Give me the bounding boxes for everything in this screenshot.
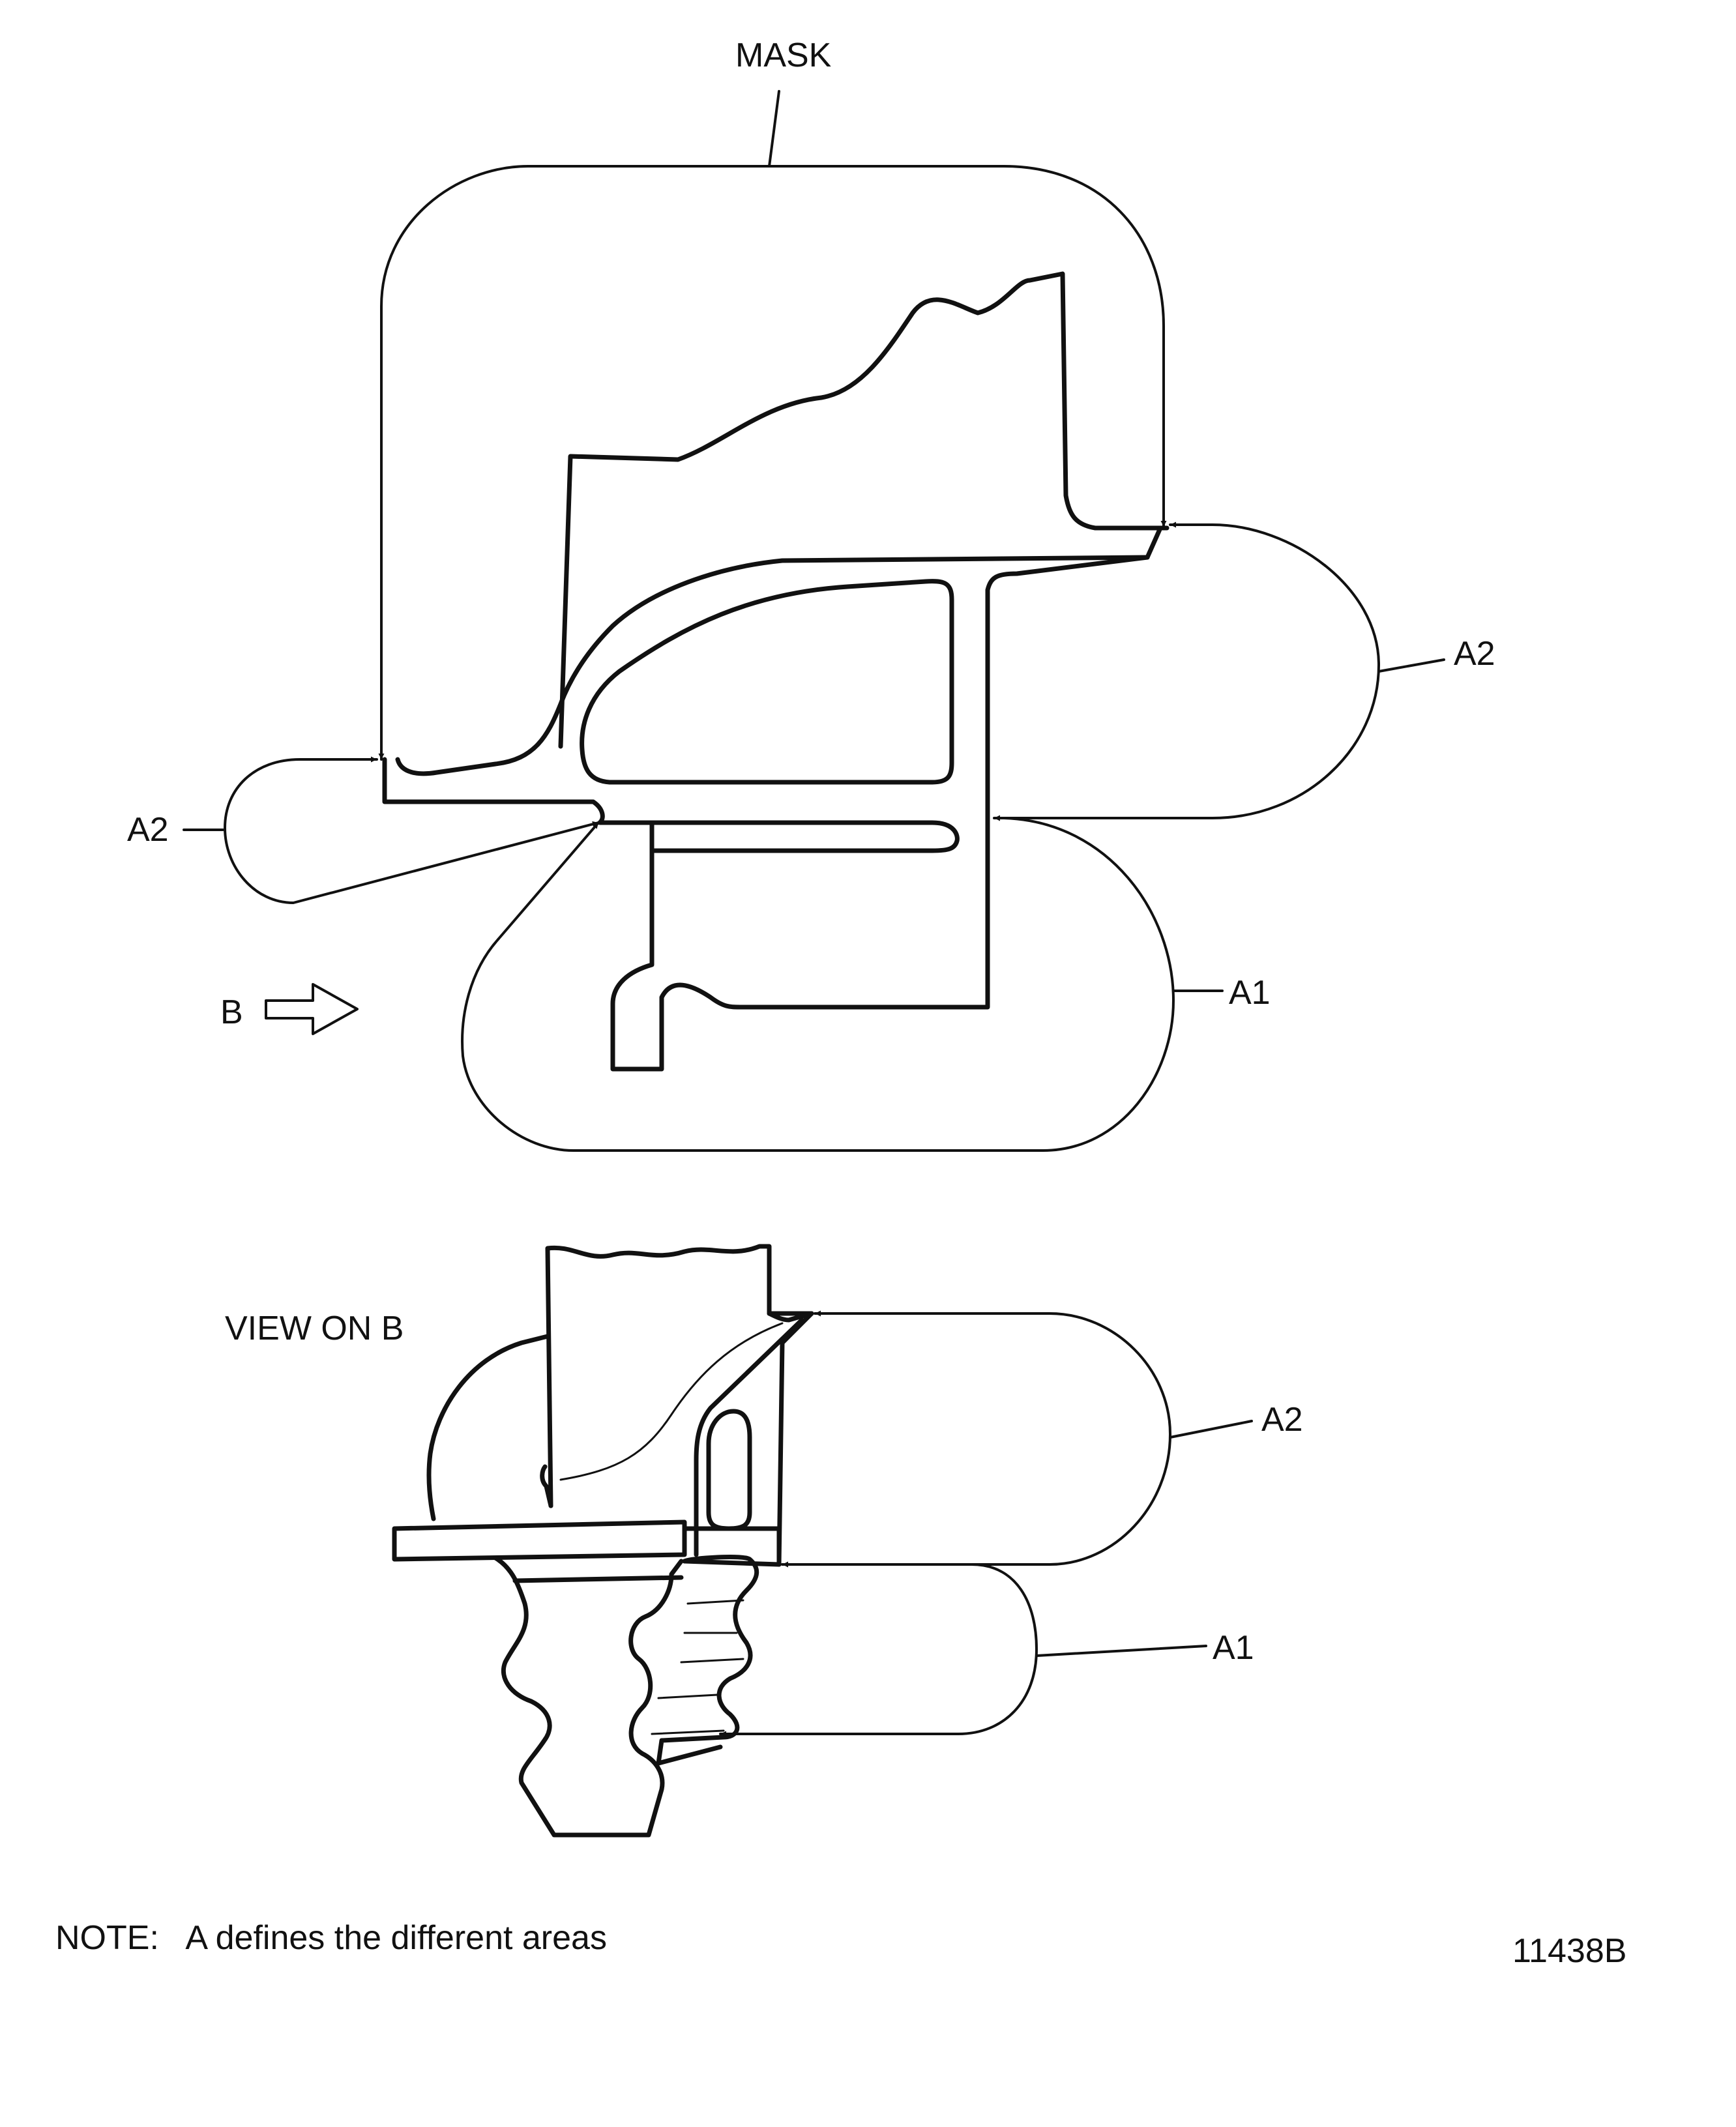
- view-b-root-band: [512, 1575, 684, 1583]
- mask-leader: [768, 90, 780, 168]
- view-b-platform: [392, 1519, 687, 1562]
- platform-section-outline: [382, 525, 1163, 1072]
- a2-right-label: A2: [1454, 635, 1495, 673]
- view-b-firtree-root-right: [656, 1555, 759, 1766]
- figure-id: 11438B: [1512, 1932, 1626, 1970]
- root-fin-4: [657, 1694, 718, 1699]
- view-b-firtree-root: [493, 1555, 684, 1838]
- view-b-cavity: [706, 1409, 752, 1531]
- platform-inner-edge: [395, 555, 1150, 776]
- view-b-blade-tip-line: [540, 1464, 553, 1508]
- a1-view-label: A1: [1213, 1629, 1254, 1667]
- cooling-cavity: [580, 579, 954, 785]
- a2-view-label: A2: [1261, 1401, 1303, 1439]
- a1-top-region[interactable]: [461, 817, 1175, 1152]
- view-b-arrow: [265, 983, 359, 1035]
- a1-view-leader: [1035, 1645, 1207, 1657]
- root-fin-5: [651, 1729, 725, 1735]
- mask-label: MASK: [735, 37, 832, 74]
- view-b-blade: [545, 1244, 814, 1508]
- view-b-blade-leading-edge: [426, 1334, 550, 1521]
- a1-top-label: A1: [1229, 974, 1271, 1012]
- a2-view-region[interactable]: [781, 1310, 1171, 1568]
- view-b-airfoil-body: [694, 1317, 804, 1557]
- root-fin-1: [686, 1599, 744, 1605]
- a2-view-leader: [1169, 1420, 1253, 1439]
- a2-right-leader: [1377, 658, 1445, 673]
- a2-right-region[interactable]: [993, 521, 1380, 821]
- blade-outline-top: [558, 271, 1170, 749]
- mask-region-outline[interactable]: [378, 165, 1167, 761]
- horizontal-slot: [600, 820, 960, 853]
- view-on-b-label: VIEW ON B: [225, 1310, 404, 1347]
- a2-left-region[interactable]: [224, 756, 600, 904]
- note-text: NOTE: A defines the different areas: [55, 1919, 607, 1957]
- a1-view-region[interactable]: [719, 1563, 1038, 1737]
- root-fin-3: [680, 1658, 744, 1664]
- view-b-airfoil-curve: [559, 1322, 784, 1481]
- a2-left-label: A2: [127, 811, 169, 849]
- b-arrow-label: B: [220, 993, 243, 1031]
- view-b-platform-right: [682, 1526, 782, 1567]
